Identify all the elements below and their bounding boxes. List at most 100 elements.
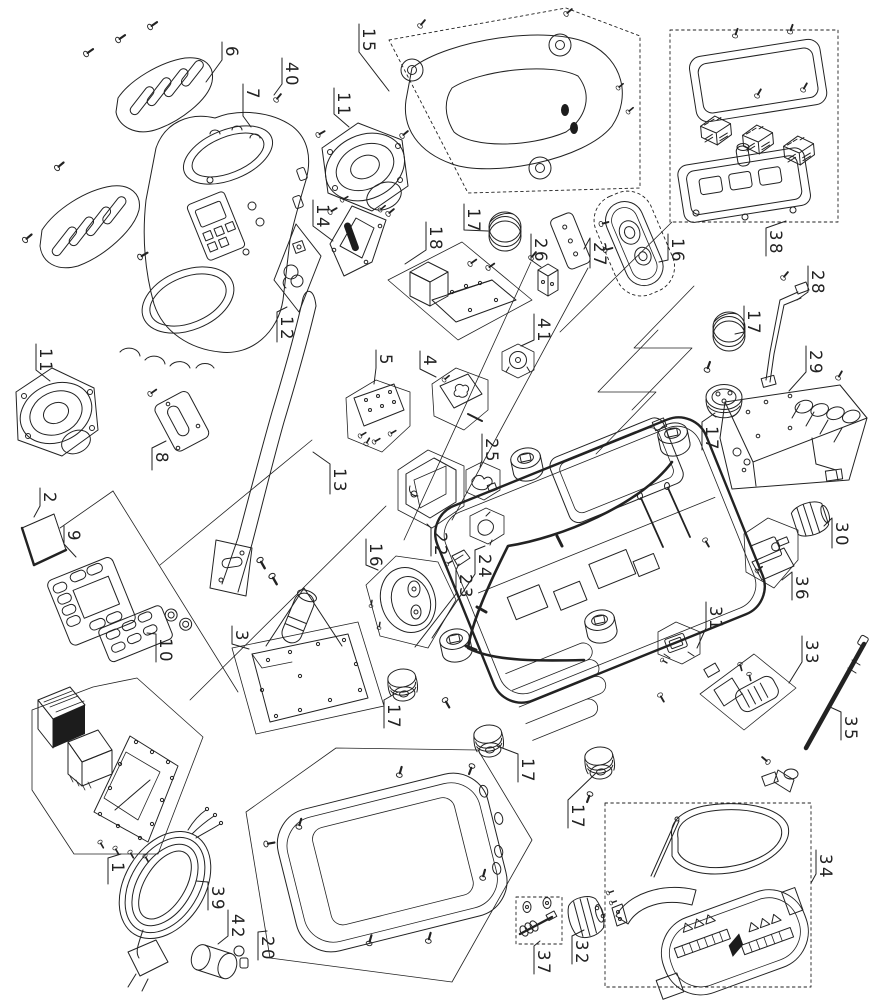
label-32: 32: [571, 929, 591, 966]
label-20-text: 20: [258, 936, 277, 962]
label-31: 31: [696, 601, 725, 649]
label-17-foot-mid: 17: [496, 745, 537, 784]
part-5-plate-kit: [345, 379, 411, 453]
part-12-small-hardware: [273, 223, 322, 313]
label-35-text: 35: [841, 716, 860, 742]
label-41: 41: [520, 313, 553, 347]
label-42: 42: [217, 909, 247, 945]
label-28-text: 28: [808, 270, 827, 296]
main-chassis: [434, 416, 766, 741]
label-28: 28: [796, 265, 827, 301]
label-34-text: 34: [816, 854, 835, 880]
part-41-washer-nut: [501, 343, 535, 379]
part-17-spring-right: [712, 311, 746, 352]
label-3: 3: [231, 625, 251, 650]
part-36-switch-assembly: [743, 517, 799, 589]
label-24-text: 24: [475, 554, 494, 580]
label-17-knob-foot-text: 17: [702, 426, 721, 452]
label-9-text: 9: [64, 530, 83, 543]
label-25: 25: [479, 433, 501, 468]
part-22-compartment-box: [397, 449, 465, 529]
label-36: 36: [781, 571, 811, 602]
label-39-text: 39: [208, 886, 227, 912]
part-13-trim-strip: [209, 290, 317, 597]
part-33-ac-inlet-assembly: [699, 653, 797, 731]
part-17-spring-top: [488, 211, 522, 252]
label-38: 38: [765, 220, 787, 257]
label-18-text: 18: [426, 226, 445, 252]
label-22: 22: [426, 523, 450, 558]
label-17-foot-mid-text: 17: [518, 758, 537, 784]
label-10: 10: [146, 632, 175, 664]
label-16-grommet-text: 16: [366, 543, 385, 569]
label-18: 18: [404, 221, 445, 265]
label-29: 29: [788, 345, 825, 392]
part-11-speaker-top: [321, 122, 409, 212]
part-9-keypad: [47, 557, 136, 646]
label-20: 20: [257, 930, 277, 962]
label-38-text: 38: [766, 230, 785, 256]
part-1-main-pcb-assembly: [31, 677, 204, 864]
label-32-text: 32: [572, 940, 591, 966]
label-40-text: 40: [282, 62, 301, 88]
label-17-foot-left-text: 17: [384, 704, 403, 730]
label-17-foot-left: 17: [383, 691, 403, 730]
label-8-text: 8: [152, 452, 171, 465]
label-10-text: 10: [156, 638, 175, 664]
label-11-top: 11: [333, 87, 353, 128]
label-11-left: 11: [35, 343, 55, 382]
part-3-shield-plate: [231, 587, 385, 735]
part-8-bracket: [145, 386, 210, 452]
part-7-front-housing: [119, 111, 310, 369]
label-41-text: 41: [534, 318, 553, 344]
label-16-grommet: 16: [365, 538, 385, 571]
part-17-foot-mid: [465, 722, 506, 777]
label-12: 12: [276, 306, 296, 343]
label-7: 7: [242, 83, 262, 128]
label-2-text: 2: [40, 492, 59, 505]
part-16-grommet: [365, 555, 457, 649]
part-30-knob: [790, 501, 831, 537]
label-4: 4: [419, 350, 439, 378]
label-36-text: 36: [792, 576, 811, 602]
part-6-speaker-grilles: [39, 57, 214, 269]
label-35: 35: [829, 706, 860, 742]
part-2-lens-plate: [20, 513, 68, 567]
label-15: 15: [358, 23, 390, 92]
part-32-knob: [567, 896, 606, 938]
part-37-tuner-shaft: [515, 896, 563, 945]
label-17-spring-right-text: 17: [744, 310, 763, 336]
loose-screws: [20, 6, 713, 704]
part-24-clip: [469, 507, 505, 546]
part-39-power-cord: [118, 806, 224, 992]
part-26-switch-block: [526, 249, 559, 297]
label-11-left-text: 11: [36, 348, 55, 374]
part-34-base-kit: [604, 802, 812, 1000]
label-26-text: 26: [531, 238, 550, 264]
label-17-spring-right: 17: [734, 305, 763, 336]
part-42-ferrite: [190, 944, 249, 980]
part-29-power-module: [719, 369, 868, 490]
label-9: 9: [63, 525, 83, 558]
label-39: 39: [195, 880, 227, 912]
label-5: 5: [373, 349, 395, 385]
part-16-grip-boot: [593, 190, 675, 297]
label-14: 14: [312, 199, 334, 242]
part-17-foot-right: [582, 744, 617, 805]
label-17-foot-right-text: 17: [568, 804, 587, 830]
label-6-text: 6: [222, 46, 241, 59]
part-18-pcb-module: [387, 241, 533, 341]
label-33: 33: [788, 635, 821, 684]
part-11-speaker-left: [15, 367, 99, 457]
label-30-text: 30: [832, 522, 851, 548]
part-20-bottom-housing: [245, 747, 533, 983]
label-13-text: 13: [330, 468, 349, 494]
part-28-bracket: [760, 269, 810, 388]
label-11-top-text: 11: [334, 92, 353, 118]
part-labels: 6 7 40 11 15 14 12 13 18 17 26 27 16 38 …: [33, 23, 860, 976]
part-23-clip: [444, 549, 471, 568]
label-17-spring-top: 17: [463, 203, 489, 234]
part-17-knob-foot: [702, 359, 743, 419]
